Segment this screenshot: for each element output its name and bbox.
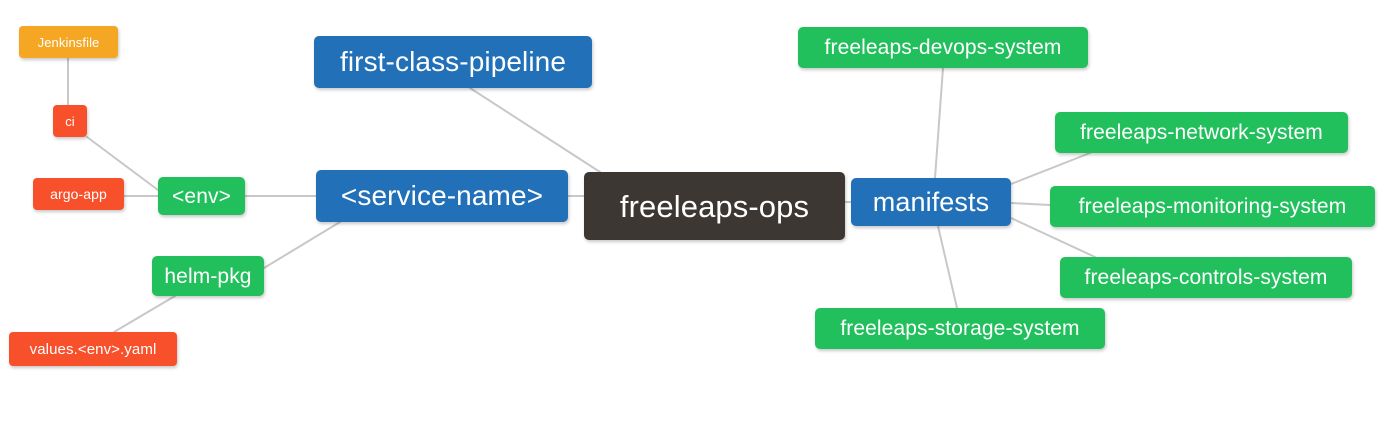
edge-root-to-pipeline	[469, 87, 601, 173]
node-label: Jenkinsfile	[37, 34, 100, 50]
node-ci[interactable]: ci	[53, 105, 87, 137]
node-label: freeleaps-ops	[619, 188, 810, 224]
node-label: freeleaps-monitoring-system	[1078, 195, 1347, 218]
node-label: argo-app	[50, 186, 107, 202]
node-pipeline[interactable]: first-class-pipeline	[314, 36, 592, 88]
edge-manifests-to-monitoring	[1010, 202, 1051, 206]
node-monitoring[interactable]: freeleaps-monitoring-system	[1050, 186, 1375, 227]
node-service-name[interactable]: <service-name>	[316, 170, 568, 222]
node-label: helm-pkg	[164, 264, 252, 288]
node-label: values.<env>.yaml	[29, 340, 157, 358]
node-label: freeleaps-network-system	[1080, 121, 1323, 144]
edge-manifests-to-storage	[937, 225, 958, 309]
node-root[interactable]: freeleaps-ops	[584, 172, 845, 240]
node-label: ci	[65, 113, 75, 129]
node-label: first-class-pipeline	[339, 46, 567, 77]
node-devops[interactable]: freeleaps-devops-system	[798, 27, 1088, 68]
edge-helm-pkg-to-values-yaml	[113, 295, 176, 333]
edge-manifests-to-devops	[934, 67, 944, 179]
node-controls[interactable]: freeleaps-controls-system	[1060, 257, 1352, 298]
node-label: freeleaps-controls-system	[1084, 266, 1328, 289]
node-jenkinsfile[interactable]: Jenkinsfile	[19, 26, 118, 58]
node-values-yaml[interactable]: values.<env>.yaml	[9, 332, 177, 366]
node-env[interactable]: <env>	[158, 177, 245, 215]
node-network[interactable]: freeleaps-network-system	[1055, 112, 1348, 153]
edge-manifests-to-network	[1010, 152, 1091, 185]
node-label: manifests	[872, 186, 990, 217]
node-label: freeleaps-storage-system	[840, 317, 1080, 340]
node-helm-pkg[interactable]: helm-pkg	[152, 256, 264, 296]
node-label: <env>	[172, 184, 231, 208]
node-argo-app[interactable]: argo-app	[33, 178, 124, 210]
node-manifests[interactable]: manifests	[851, 178, 1011, 226]
node-storage[interactable]: freeleaps-storage-system	[815, 308, 1105, 349]
node-label: freeleaps-devops-system	[824, 36, 1062, 59]
edge-service-name-to-helm-pkg	[263, 221, 341, 269]
node-label: <service-name>	[340, 180, 544, 211]
